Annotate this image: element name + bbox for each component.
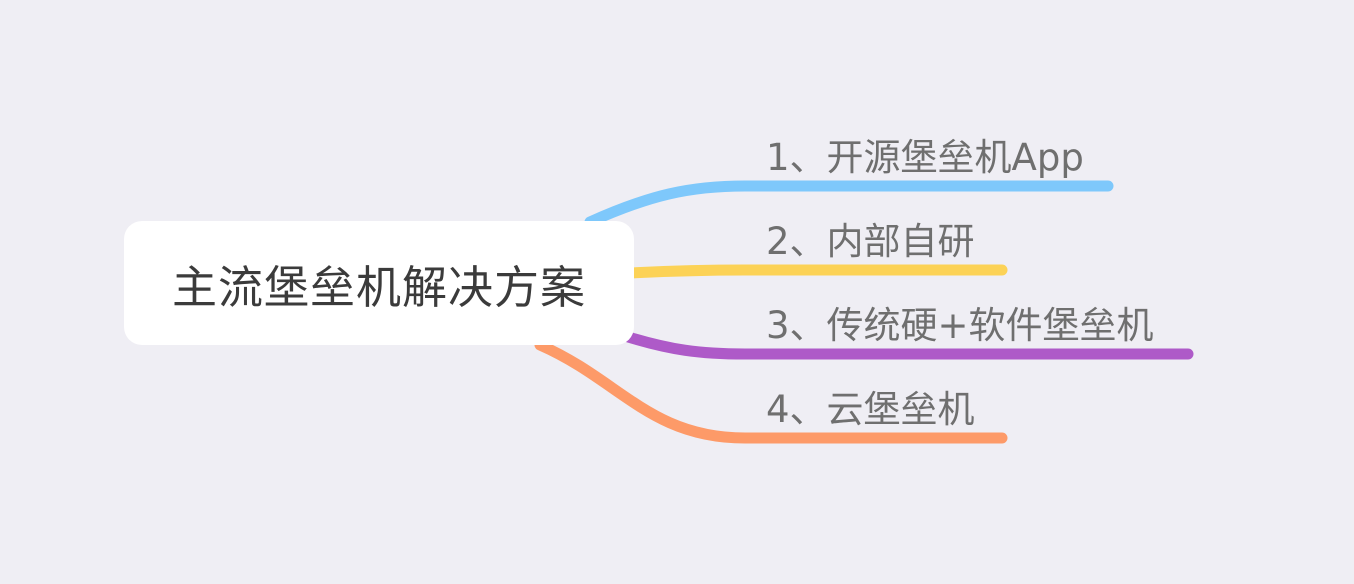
branch-topic-4[interactable]: 4、云堡垒机 <box>766 388 975 431</box>
root-topic-label: 主流堡垒机解决方案 <box>171 260 586 314</box>
branch-topic-1[interactable]: 1、开源堡垒机App <box>766 136 1084 179</box>
branch-line-1[interactable] <box>584 180 1114 228</box>
branch-line-2[interactable] <box>624 264 1008 279</box>
branch-line-4[interactable] <box>534 339 1008 444</box>
branch-topic-2[interactable]: 2、内部自研 <box>766 220 975 263</box>
branch-line-3[interactable] <box>619 330 1194 360</box>
branch-topic-3[interactable]: 3、传统硬+软件堡垒机 <box>766 304 1154 347</box>
root-topic[interactable]: 主流堡垒机解决方案 <box>124 221 634 345</box>
